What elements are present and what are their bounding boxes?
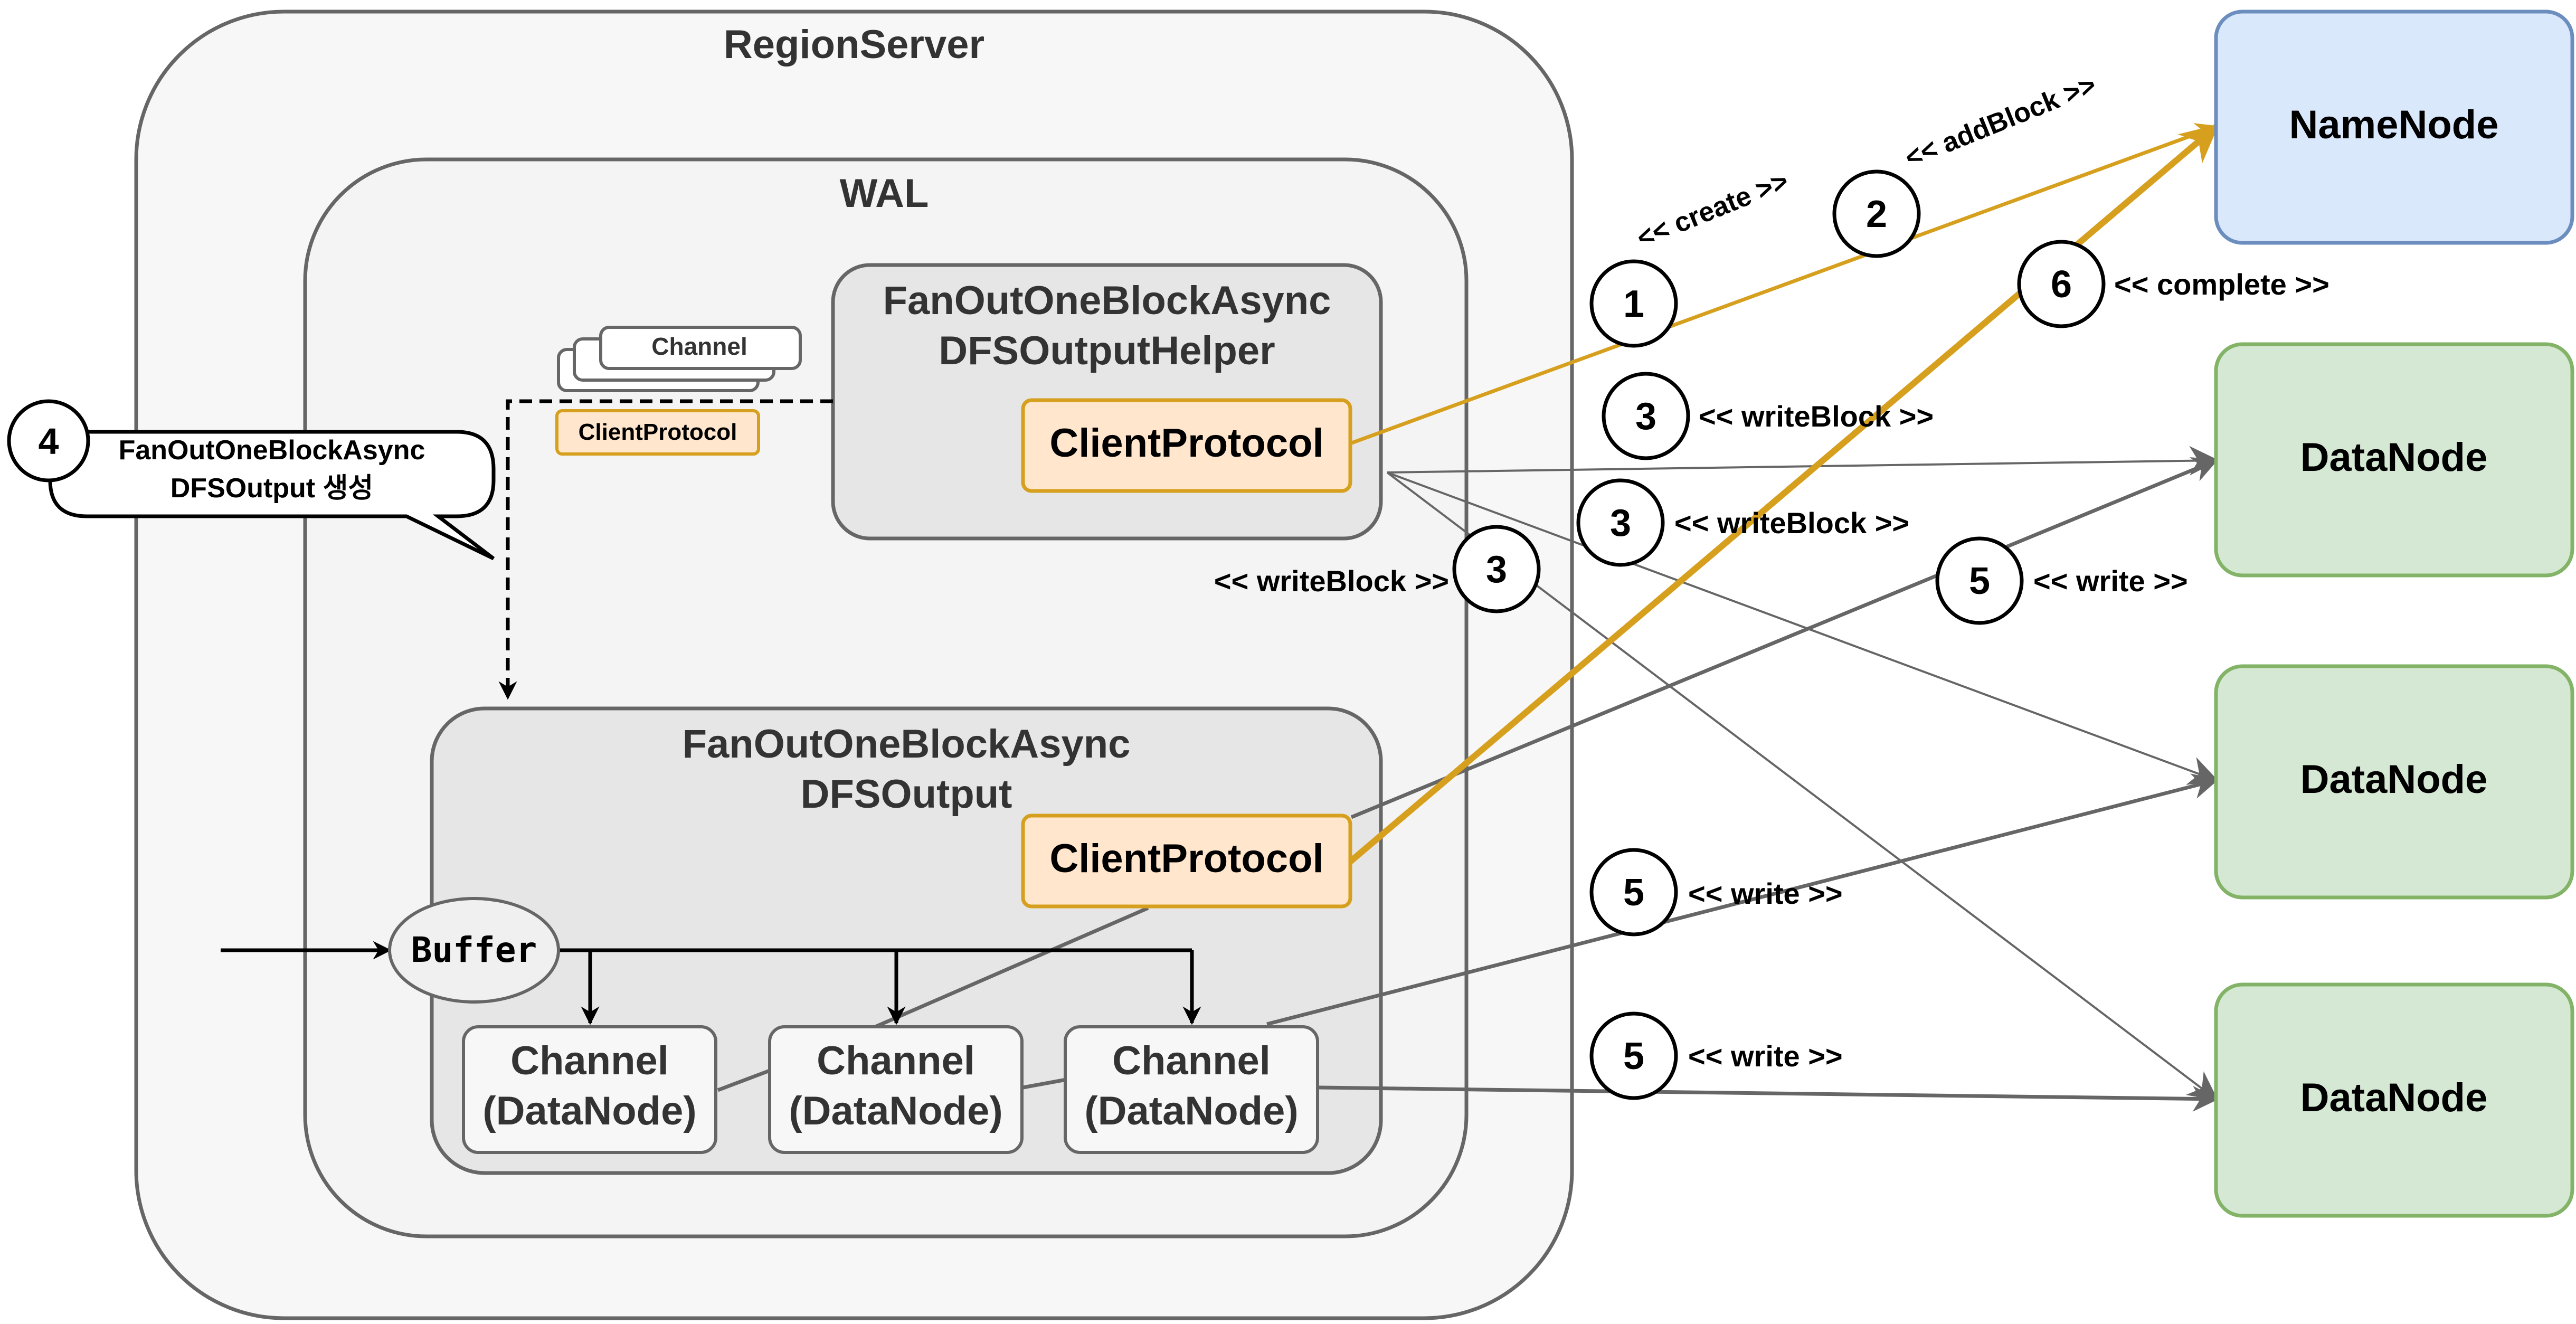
channel-link-2-3 [1022, 1077, 1067, 1090]
step-4-number: 4 [39, 421, 59, 462]
stack-client-protocol: ClientProtocol [555, 409, 760, 456]
namenode: NameNode [2214, 10, 2574, 245]
datanode-1-label: DataNode [2300, 435, 2488, 480]
step-2-number: 2 [1866, 193, 1887, 235]
dfs-output-title-line2: DFSOutput [800, 772, 1012, 817]
region-server-title: RegionServer [724, 22, 984, 67]
writeblock-line-datanode-1 [1387, 446, 2219, 476]
step-3c-number: 3 [1486, 548, 1507, 591]
create-output-dashed-line [498, 399, 833, 700]
helper-client-protocol-label: ClientProtocol [1049, 421, 1323, 466]
step-3c-label: << writeBlock >> [1214, 564, 1449, 598]
buffer-label: Buffer [411, 930, 537, 970]
step-5a-number: 5 [1969, 560, 1990, 602]
namenode-label: NameNode [2289, 102, 2499, 147]
step-5a-label: << write >> [2033, 564, 2188, 598]
output-client-protocol-label: ClientProtocol [1049, 836, 1323, 881]
step-3b-label: << writeBlock >> [1674, 506, 1909, 540]
step-2-addblock: 2 << addBlock >> [1832, 69, 2100, 258]
step-5-write-c: 5 << write >> [1589, 1011, 1843, 1100]
callout-line1: FanOutOneBlockAsync [119, 435, 425, 466]
writeblock-line-datanode-2 [1387, 471, 2219, 785]
callout-line2: DFSOutput 생성 [171, 473, 374, 504]
step-3-writeblock-c: 3 << writeBlock >> [1214, 525, 1541, 613]
channel-datanode-2: Channel (DataNode) [768, 1025, 1024, 1154]
datanode-3: DataNode [2214, 982, 2574, 1218]
write-line-datanode-1 [1350, 457, 2219, 819]
channel-2-line1: Channel [817, 1038, 975, 1083]
step-5c-number: 5 [1623, 1035, 1644, 1077]
step-6-complete: 6 << complete >> [2017, 240, 2329, 328]
channel-stack-label: Channel [651, 333, 747, 360]
step-1-number: 1 [1623, 283, 1644, 325]
channel-stack: Channel [557, 326, 802, 392]
helper-client-protocol: ClientProtocol [1021, 398, 1352, 493]
datanode-3-label: DataNode [2300, 1075, 2488, 1120]
output-client-protocol: ClientProtocol [1021, 814, 1352, 909]
channel-3-line2: (DataNode) [1084, 1089, 1298, 1133]
step-2-label: << addBlock >> [1901, 69, 2100, 174]
step-3-writeblock-a: 3 << writeBlock >> [1602, 372, 1934, 460]
step-4-circle [7, 399, 90, 483]
step-5-write-a: 5 << write >> [1935, 536, 2188, 625]
step-5c-label: << write >> [1688, 1039, 1843, 1073]
datanode-2: DataNode [2214, 664, 2574, 900]
step-5-write-b: 5 << write >> [1589, 848, 1843, 937]
output-helper-title-line2: DFSOutputHelper [939, 328, 1275, 373]
step-1-label: << create >> [1633, 166, 1793, 254]
datanode-1: DataNode [2214, 342, 2574, 578]
channel-2-line2: (DataNode) [789, 1089, 1002, 1133]
stack-client-protocol-label: ClientProtocol [579, 419, 737, 445]
channel-datanode-3: Channel (DataNode) [1064, 1025, 1319, 1154]
channel-link-1-2 [717, 1068, 771, 1092]
write-line-datanode-2 [1266, 773, 2219, 1026]
create-addblock-line [1349, 123, 2218, 446]
write-line-datanode-3 [1318, 1085, 2219, 1112]
create-output-callout: FanOutOneBlockAsync DFSOutput 생성 4 [7, 399, 496, 561]
channel-1-line2: (DataNode) [482, 1089, 696, 1133]
step-3-writeblock-b: 3 << writeBlock >> [1576, 478, 1909, 567]
channel-datanode-1: Channel (DataNode) [462, 1025, 717, 1154]
channel-1-line1: Channel [510, 1038, 669, 1083]
step-6-label: << complete >> [2114, 268, 2329, 301]
datanode-2-label: DataNode [2300, 757, 2488, 802]
buffer-node: Buffer [388, 897, 560, 1004]
dfs-output-title-line1: FanOutOneBlockAsync [683, 722, 1131, 767]
step-3b-number: 3 [1610, 502, 1631, 544]
step-5b-label: << write >> [1688, 877, 1843, 910]
step-3a-label: << writeBlock >> [1699, 400, 1934, 433]
step-5b-number: 5 [1623, 872, 1644, 914]
step-6-number: 6 [2051, 263, 2072, 306]
step-3a-number: 3 [1635, 395, 1656, 438]
wal-title: WAL [840, 171, 929, 216]
channel-3-line1: Channel [1112, 1038, 1271, 1083]
output-helper-title-line1: FanOutOneBlockAsync [883, 278, 1331, 323]
